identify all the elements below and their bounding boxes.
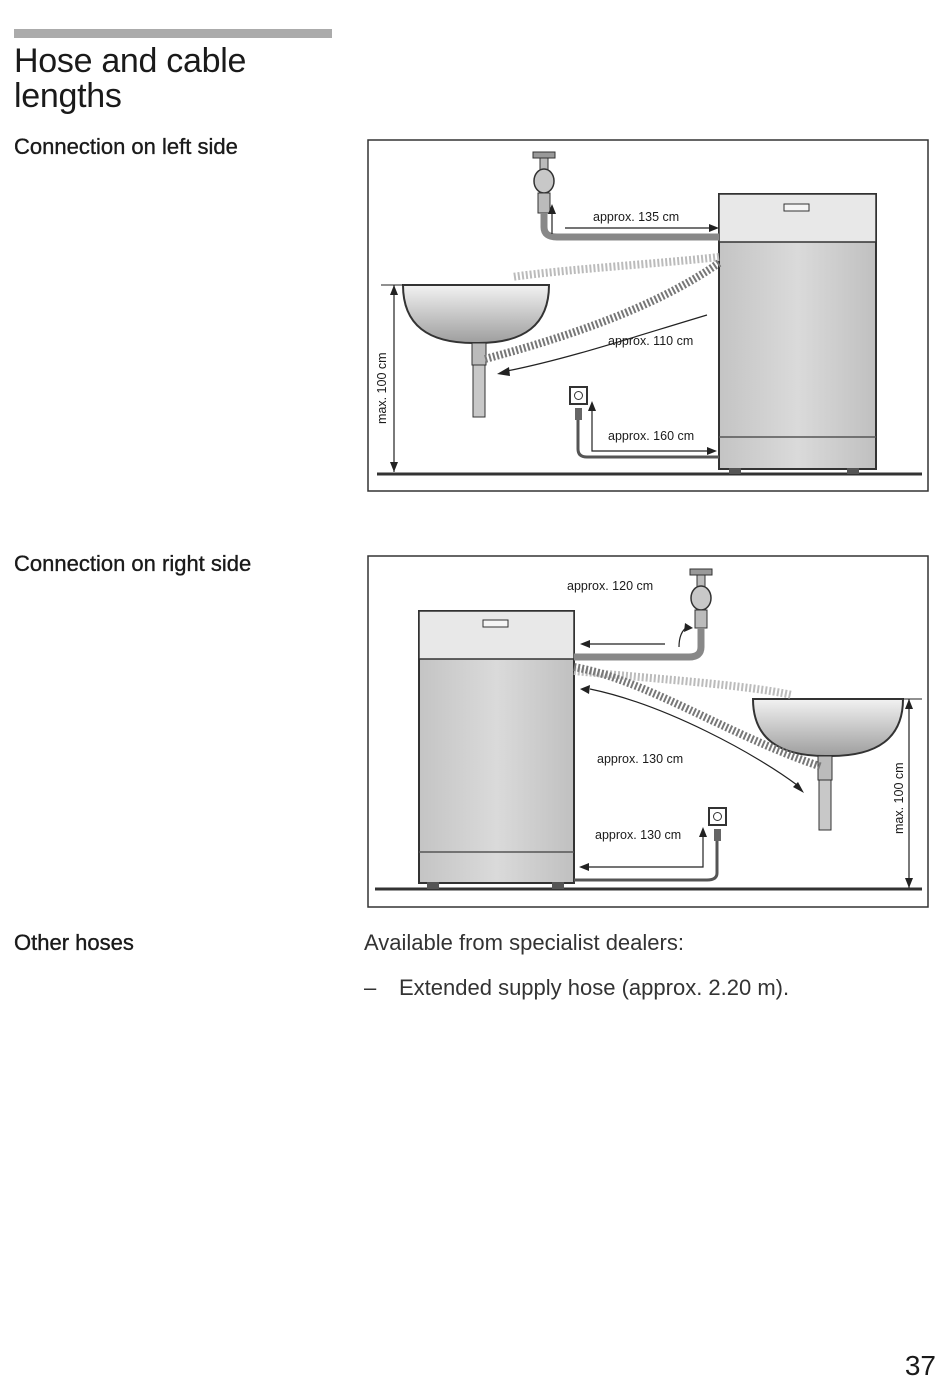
label-max-height: max. 100 cm	[375, 352, 389, 424]
water-tap-icon	[689, 568, 713, 629]
heading-left-connection: Connection on left side	[14, 134, 238, 159]
dishwasher-illustration	[718, 193, 877, 474]
list-item: –Extended supply hose (approx. 2.20 m).	[364, 975, 789, 1001]
power-socket-icon	[569, 386, 588, 420]
dimension-arrows	[579, 623, 922, 888]
dishwasher-illustration	[418, 610, 575, 889]
label-cable-length: approx. 160 cm	[608, 429, 694, 443]
label-drain-length: approx. 130 cm	[597, 752, 683, 766]
other-hoses-intro: Available from specialist dealers:	[364, 930, 684, 955]
label-inlet-length: approx. 120 cm	[567, 579, 653, 593]
label-drain-length: approx. 110 cm	[608, 334, 693, 348]
left-connection-diagram: approx. 135 cm approx. 110 cm approx. 16…	[367, 139, 929, 492]
bullet-text: Extended supply hose (approx. 2.20 m).	[399, 975, 790, 1000]
right-connection-diagram: approx. 120 cm approx. 130 cm approx. 13…	[367, 555, 929, 908]
label-cable-length: approx. 130 cm	[595, 828, 681, 842]
sink-icon	[751, 698, 905, 831]
power-socket-icon	[708, 807, 727, 841]
section-header-bar	[14, 29, 332, 38]
bullet-dash: –	[364, 975, 377, 1000]
label-max-height: max. 100 cm	[892, 762, 906, 834]
heading-other-hoses: Other hoses	[14, 930, 134, 955]
water-tap-icon	[532, 151, 556, 214]
sink-icon	[401, 284, 551, 418]
page-number: 37	[904, 1350, 936, 1381]
label-inlet-length: approx. 135 cm	[593, 210, 679, 224]
dimension-arrows	[381, 204, 719, 472]
heading-right-connection: Connection on right side	[14, 551, 252, 576]
page-title: Hose and cable lengths	[14, 42, 247, 115]
